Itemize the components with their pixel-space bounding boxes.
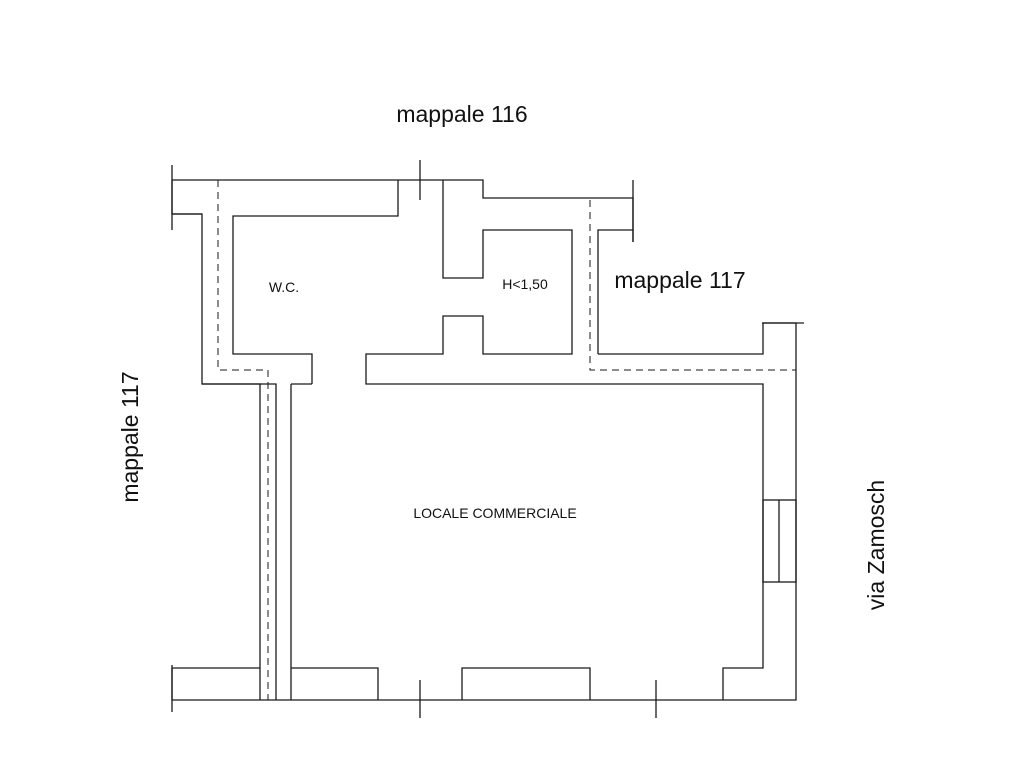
label-mappale-117-west: mappale 117 xyxy=(117,371,143,502)
inner-walls xyxy=(172,180,797,700)
room-label-commercial: LOCALE COMMERCIALE xyxy=(413,505,576,521)
outer-walls xyxy=(171,165,804,712)
room-label-storage: H<1,50 xyxy=(502,276,548,292)
dashed-boundaries xyxy=(217,180,796,700)
label-mappale-116: mappale 116 xyxy=(396,101,527,127)
label-mappale-117-east: mappale 117 xyxy=(614,267,745,293)
grid-ticks xyxy=(419,160,657,718)
room-label-wc: W.C. xyxy=(269,279,299,295)
label-via-zamosch: via Zamosch xyxy=(863,480,889,610)
